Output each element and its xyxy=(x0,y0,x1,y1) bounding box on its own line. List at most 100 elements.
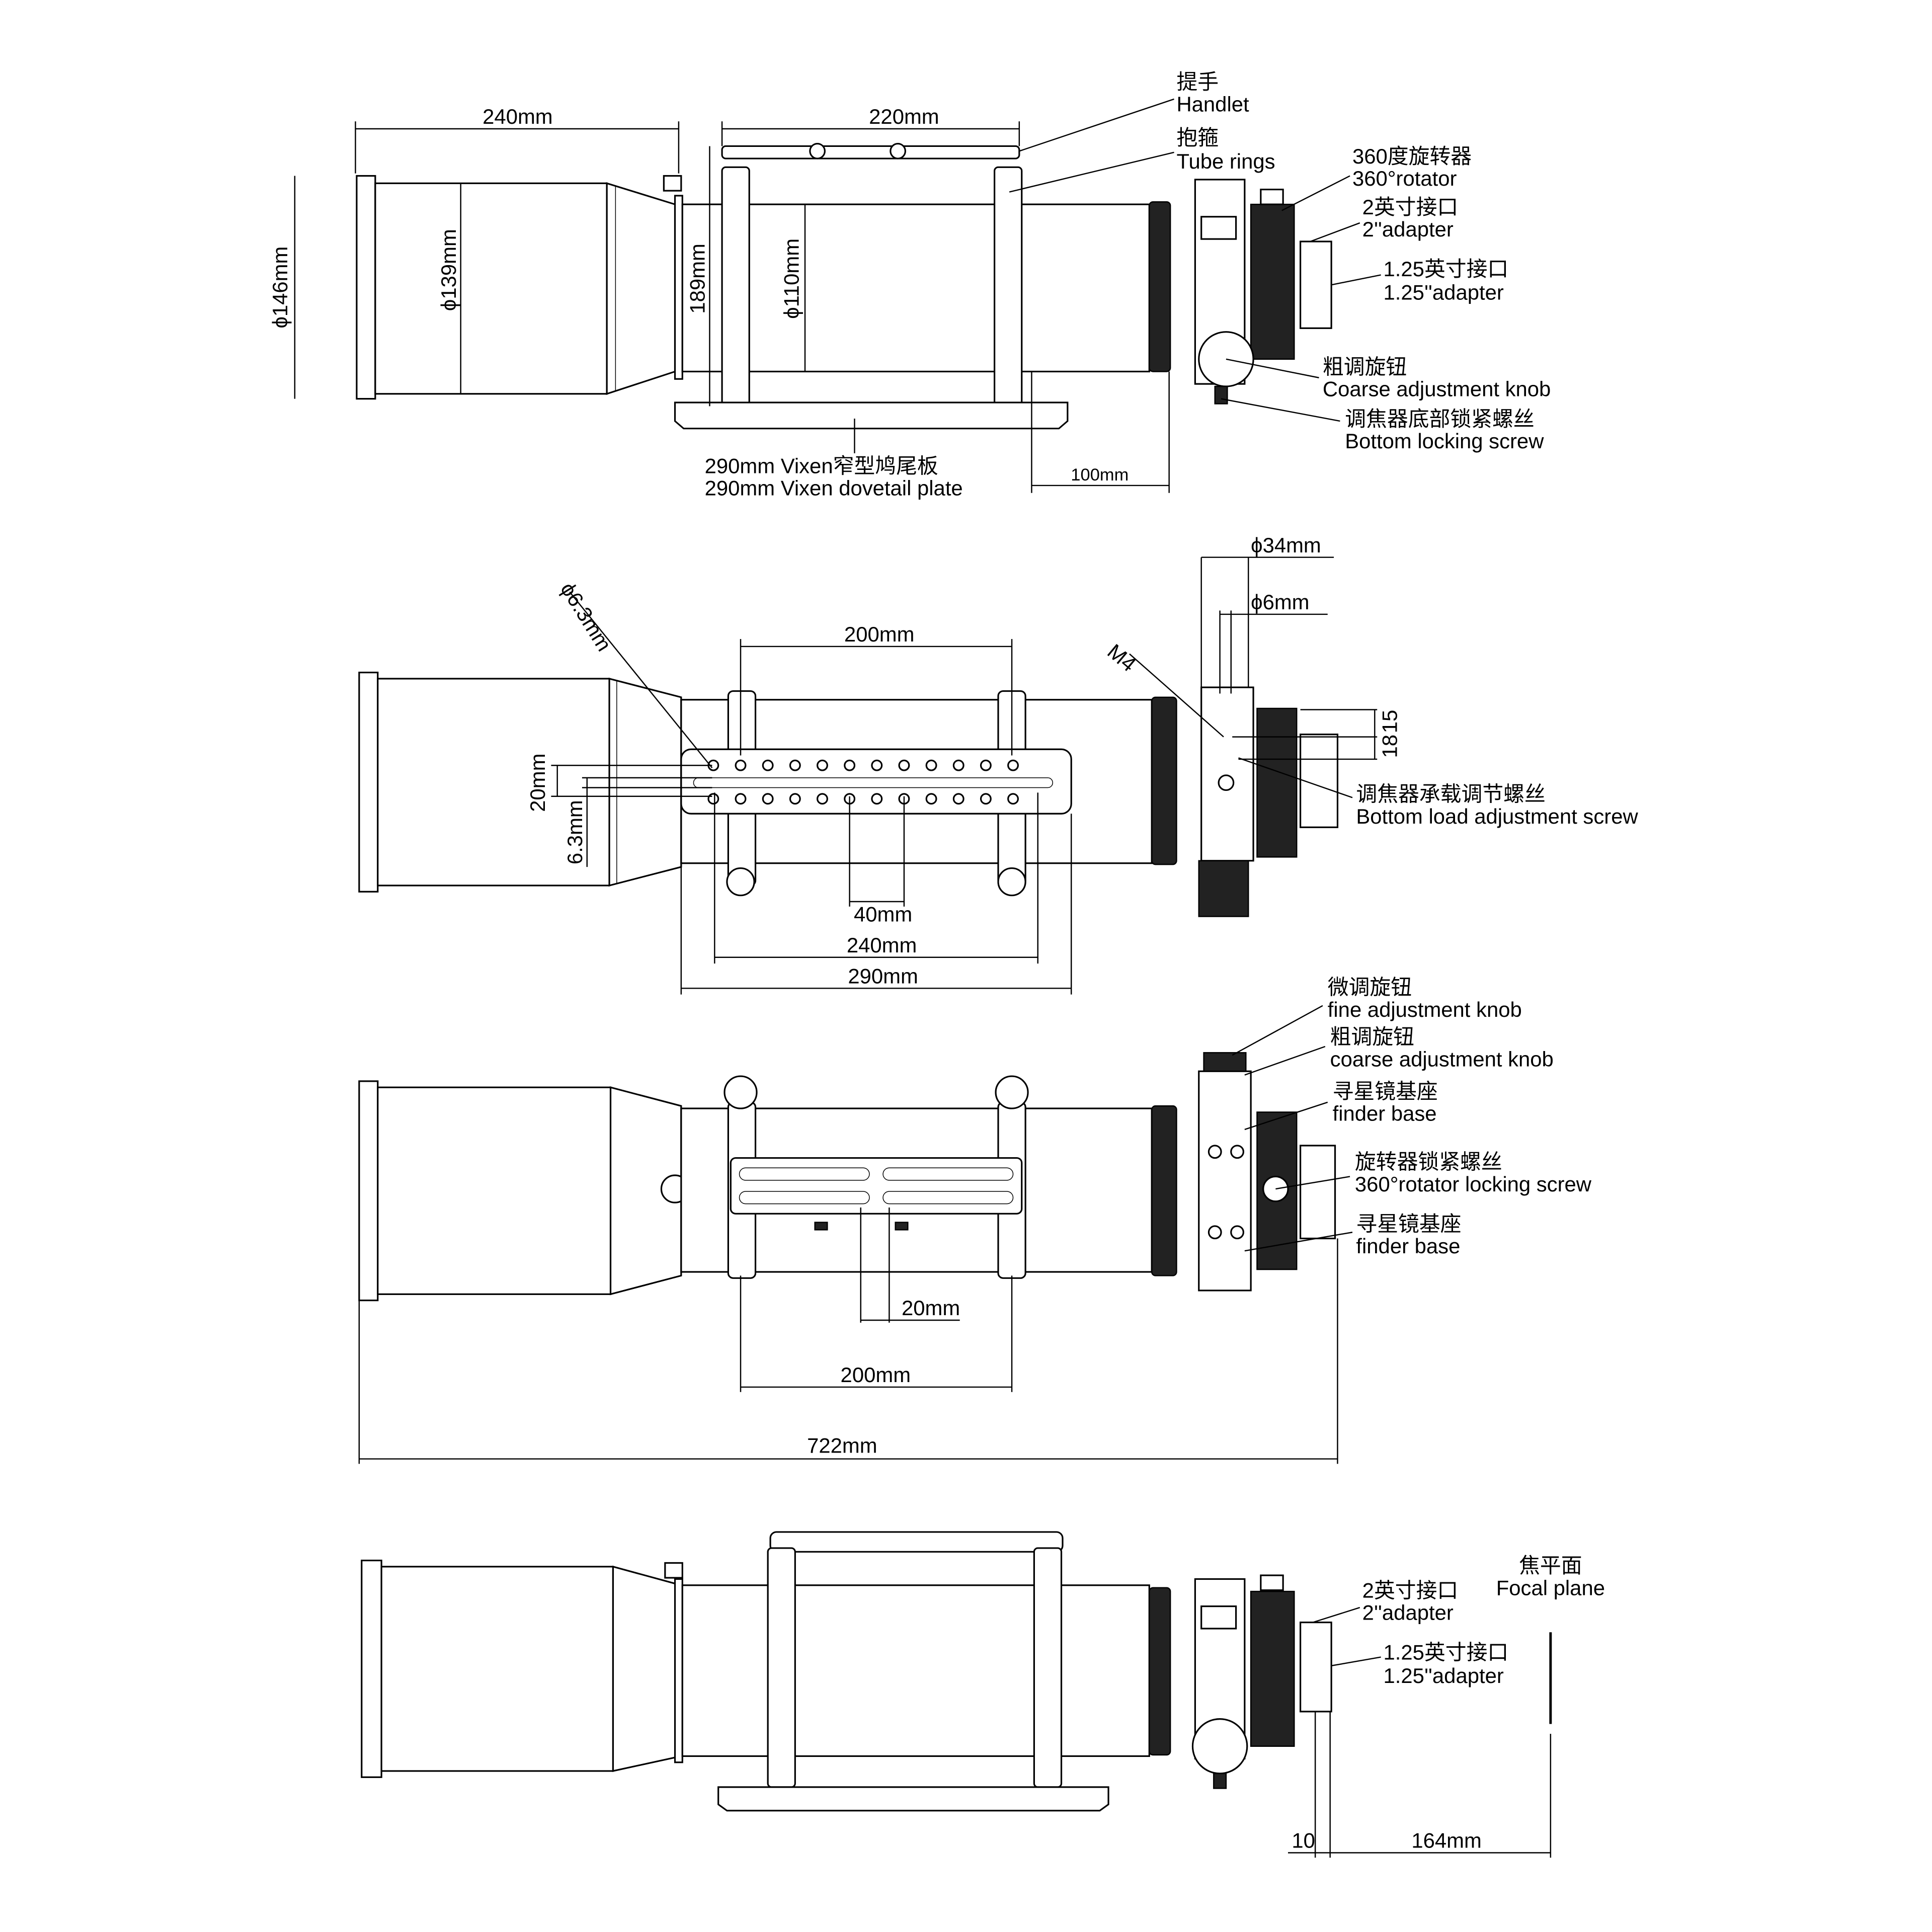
dovetail-plate xyxy=(674,401,1069,430)
label-coarse-en: coarse adjustment knob xyxy=(1330,1047,1554,1071)
telescope-body xyxy=(361,1531,1552,1812)
adapter xyxy=(1300,1145,1336,1240)
dim-ring-height: 189mm xyxy=(686,244,709,313)
telescope-body xyxy=(356,142,1332,430)
dim-focuser-offset: 100mm xyxy=(1071,465,1129,485)
dim-hole-spacing: 6.3mm xyxy=(563,800,587,864)
dovetail-hole xyxy=(1007,759,1019,771)
tube-ring-2 xyxy=(1033,1547,1063,1788)
dim-pin-dia: ϕ6mm xyxy=(1251,590,1309,614)
dovetail-hole xyxy=(952,793,964,805)
label-handlet-cn: 提手 xyxy=(1176,70,1219,94)
view-focal: 10 164mm 焦平面 Focal plane 2英寸接口 2''adapte… xyxy=(361,1531,1605,1858)
label-adapter2-cn: 2英寸接口 xyxy=(1362,195,1459,219)
view-side: 20mm 200mm 722mm 微调旋钮 fine adjustment kn… xyxy=(358,976,1592,1464)
label-focal-cn: 焦平面 xyxy=(1519,1554,1582,1577)
label-rotator-cn: 360度旋转器 xyxy=(1352,144,1472,168)
rotator-knurl xyxy=(1250,203,1295,360)
label-bottom-load-en: Bottom load adjustment screw xyxy=(1356,804,1638,828)
telescope-body xyxy=(358,672,1339,917)
focus-ring xyxy=(1151,1105,1177,1276)
dovetail-hole xyxy=(707,793,719,805)
handle xyxy=(769,1531,1064,1553)
dimensions: 10 164mm xyxy=(1288,1711,1552,1858)
label-tube-rings-cn: 抱箍 xyxy=(1176,126,1219,149)
label-rot-lock-en: 360°rotator locking screw xyxy=(1355,1172,1592,1196)
dim-dew-length: 240mm xyxy=(482,105,552,128)
label-finder2-en: finder base xyxy=(1356,1234,1460,1258)
view-top: 240mm 220mm ϕ146mm ϕ139mm 189mm ϕ110mm 1… xyxy=(268,70,1551,500)
dovetail-hole xyxy=(871,793,883,805)
dovetail-hole xyxy=(952,759,964,771)
label-fine-cn: 微调旋钮 xyxy=(1328,976,1412,999)
dim-hole-dia: ϕ6.3mm xyxy=(556,578,616,655)
adapter xyxy=(1300,1622,1332,1713)
rotator-knurl xyxy=(1256,707,1298,858)
callouts: 微调旋钮 fine adjustment knob 粗调旋钮 coarse ad… xyxy=(1232,976,1592,1258)
label-adapter125-en: 1.25''adapter xyxy=(1384,281,1504,304)
dim-slot-length: 240mm xyxy=(847,933,917,957)
dim-slot-width: 20mm xyxy=(526,754,549,812)
dovetail-plate xyxy=(717,1786,1109,1812)
label-adapter125-cn: 1.25英寸接口 xyxy=(1384,257,1509,281)
dovetail-hole xyxy=(817,759,828,771)
dovetail-hole xyxy=(789,759,801,771)
focus-ring xyxy=(1149,201,1171,372)
label-coarse-en: Coarse adjustment knob xyxy=(1323,377,1551,401)
dim-ring-spacing: 200mm xyxy=(841,1363,911,1387)
dovetail-plate xyxy=(680,748,1072,815)
dim-focuser-dia: ϕ34mm xyxy=(1251,533,1321,557)
rotator-knurl xyxy=(1250,1590,1295,1747)
dim-total-length: 722mm xyxy=(807,1433,877,1457)
label-dovetail-cn: 290mm Vixen窄型鸠尾板 xyxy=(705,454,938,477)
label-adapter2-cn: 2英寸接口 xyxy=(1362,1578,1459,1602)
dovetail-hole xyxy=(762,759,774,771)
dim-adapter-len: 10 xyxy=(1292,1829,1315,1853)
label-rotator-en: 360°rotator xyxy=(1352,167,1457,190)
label-tube-rings-en: Tube rings xyxy=(1176,149,1275,173)
dimensions: 20mm 200mm 722mm xyxy=(358,1208,1338,1464)
dovetail-hole xyxy=(898,759,910,771)
telescope-body xyxy=(358,1052,1336,1302)
dovetail-plate xyxy=(730,1157,1023,1215)
callouts: 提手 Handlet 抱箍 Tube rings 360度旋转器 360°rot… xyxy=(705,70,1551,500)
focuser-block xyxy=(1198,1070,1252,1292)
dim-hole-pitch: 40mm xyxy=(854,902,912,926)
dim-backfocus: 164mm xyxy=(1411,1829,1481,1853)
callouts: 调焦器承载调节螺丝 Bottom load adjustment screw xyxy=(1238,757,1638,828)
dim-ring-spacing: 200mm xyxy=(844,622,914,646)
focuser-block xyxy=(1200,686,1254,862)
adapter xyxy=(1300,240,1332,329)
handle xyxy=(721,145,1020,159)
label-adapter2-en: 2''adapter xyxy=(1362,1601,1454,1625)
dim-18: 18 xyxy=(1378,735,1402,758)
dovetail-hole xyxy=(844,759,856,771)
dovetail-hole xyxy=(762,793,774,805)
tube-ring-2 xyxy=(994,166,1023,407)
label-adapter125-en: 1.25''adapter xyxy=(1384,1664,1504,1687)
dovetail-hole xyxy=(817,793,828,805)
tube-ring-1 xyxy=(767,1547,796,1788)
label-bottom-lock-cn: 调焦器底部锁紧螺丝 xyxy=(1345,407,1534,431)
tube-ring-1 xyxy=(721,166,750,407)
label-dovetail-en: 290mm Vixen dovetail plate xyxy=(705,476,963,500)
label-finder1-cn: 寻星镜基座 xyxy=(1333,1079,1438,1103)
adapter xyxy=(1300,734,1339,828)
dim-screw-spacing: 20mm xyxy=(902,1296,960,1320)
label-fine-en: fine adjustment knob xyxy=(1328,998,1522,1021)
dovetail-hole xyxy=(925,759,937,771)
callouts: 焦平面 Focal plane 2英寸接口 2''adapter 1.25英寸接… xyxy=(1312,1554,1605,1687)
label-handlet-en: Handlet xyxy=(1176,93,1249,116)
dim-dew-dia: ϕ146mm xyxy=(268,247,292,329)
view-bottom: ϕ6.3mm 200mm M4 ϕ34mm ϕ6mm 15 18 20mm 6.… xyxy=(358,533,1638,995)
label-adapter2-en: 2''adapter xyxy=(1362,217,1454,241)
label-bottom-load-cn: 调焦器承载调节螺丝 xyxy=(1356,782,1545,806)
dim-handle-length: 220mm xyxy=(869,105,939,128)
dovetail-hole xyxy=(789,793,801,805)
label-coarse-cn: 粗调旋钮 xyxy=(1330,1025,1414,1049)
label-finder1-en: finder base xyxy=(1333,1102,1437,1125)
label-finder2-cn: 寻星镜基座 xyxy=(1356,1212,1461,1236)
dim-dew-inner-dia: ϕ139mm xyxy=(437,229,460,311)
dimensions: 240mm 220mm ϕ146mm ϕ139mm 189mm ϕ110mm 1… xyxy=(268,105,1170,493)
